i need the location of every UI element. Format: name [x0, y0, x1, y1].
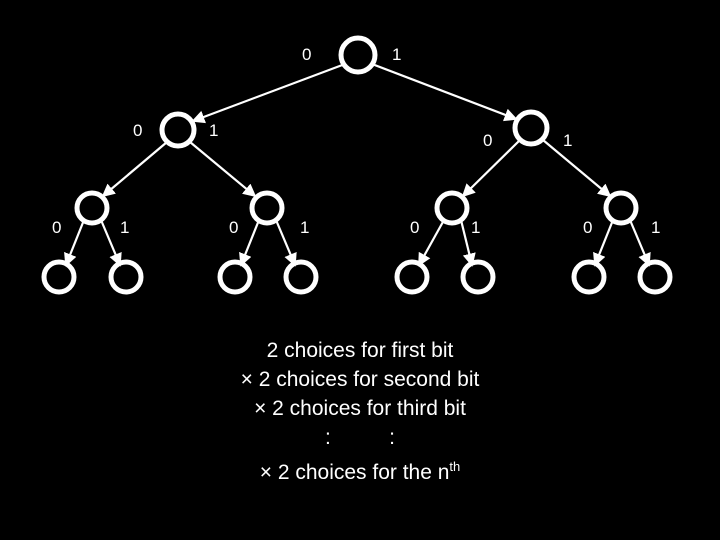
- edge-n01-left: [239, 219, 261, 267]
- tree-node-n011: [283, 259, 319, 295]
- tree-node-n110: [571, 259, 607, 295]
- edge-label-n00-left: 0: [52, 218, 62, 237]
- tree-node-n11: [603, 190, 639, 226]
- edge-label-n11-right: 1: [651, 218, 661, 237]
- edge-n1-right: [542, 139, 612, 198]
- tree-node-n101: [460, 259, 496, 295]
- tree-node-n100: [394, 259, 430, 295]
- edge-n00-left: [64, 219, 86, 267]
- edge-label-root-left: 0: [302, 45, 312, 64]
- edge-root-right: [371, 62, 518, 122]
- edge-label-n01-right: 1: [300, 218, 310, 237]
- edge-n0-right: [189, 141, 257, 198]
- edge-n0-left: [101, 141, 168, 198]
- edge-label-n10-left: 0: [410, 218, 420, 237]
- caption-line-2: × 2 choices for second bit: [240, 368, 480, 391]
- tree-node-n000: [41, 259, 77, 295]
- tree-node-n0: [159, 111, 197, 149]
- edge-n11-right: [628, 219, 651, 267]
- edge-n10-left: [418, 219, 445, 267]
- tree-node-n111: [637, 259, 673, 295]
- edge-n00-right: [99, 219, 122, 267]
- tree-node-n10: [434, 190, 470, 226]
- edge-n10-right: [459, 219, 476, 267]
- edge-n11-left: [593, 219, 615, 267]
- edge-label-n01-left: 0: [229, 218, 239, 237]
- caption-line-3: × 2 choices for third bit: [254, 397, 466, 420]
- caption-line-5-superscript: th: [449, 459, 461, 474]
- caption-line-5: × 2 choices for the nth: [0, 452, 720, 487]
- edge-n01-right: [274, 219, 297, 267]
- edge-label-root-right: 1: [392, 45, 402, 64]
- tree-node-n010: [217, 259, 253, 295]
- edge-label-n00-right: 1: [120, 218, 130, 237]
- edge-root-left: [191, 62, 346, 124]
- tree-node-root: [338, 35, 378, 75]
- edge-n1-left: [461, 139, 521, 198]
- caption-ellipsis: : :: [324, 426, 395, 449]
- tree-node-n001: [108, 259, 144, 295]
- tree-node-n01: [249, 190, 285, 226]
- tree-node-n00: [74, 190, 110, 226]
- caption-block: 2 choices for first bit × 2 choices for …: [0, 336, 720, 487]
- edge-label-n0-left: 0: [133, 121, 143, 140]
- edge-label-n0-right: 1: [209, 121, 219, 140]
- edge-label-n1-left: 0: [483, 131, 493, 150]
- edge-label-n11-left: 0: [583, 218, 593, 237]
- caption-line-1: 2 choices for first bit: [266, 339, 454, 362]
- edge-label-n10-right: 1: [471, 218, 481, 237]
- tree-node-n1: [512, 109, 550, 147]
- edge-label-n1-right: 1: [563, 131, 573, 150]
- caption-line-5-text: × 2 choices for the n: [259, 461, 450, 484]
